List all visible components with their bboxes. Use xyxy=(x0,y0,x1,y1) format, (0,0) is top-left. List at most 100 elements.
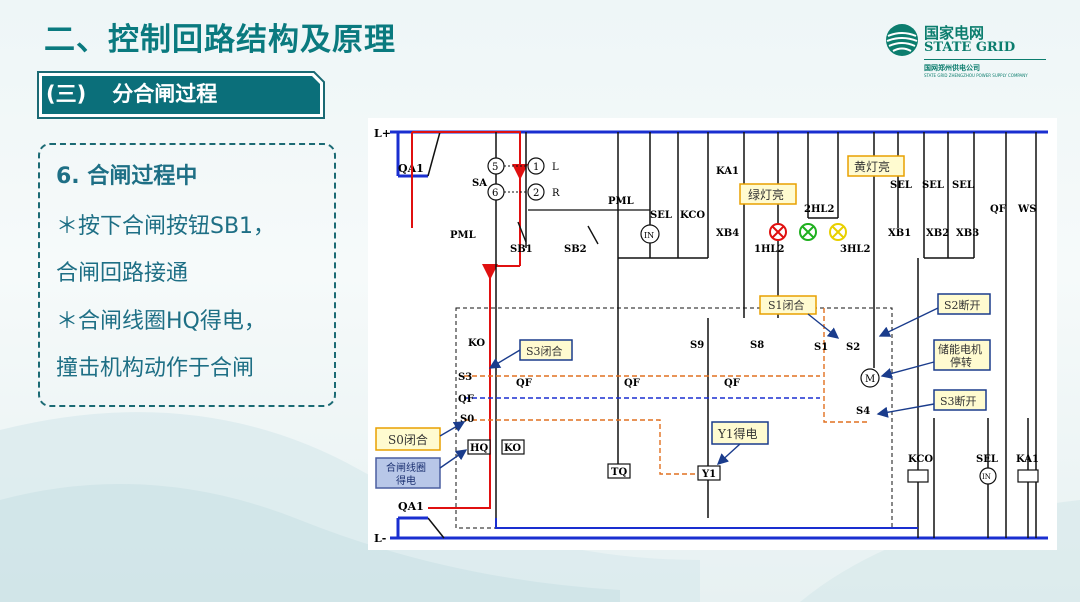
ko-coil xyxy=(501,439,525,455)
label-2: 2 xyxy=(533,188,539,199)
y1-coil xyxy=(697,465,721,481)
xb3-label: XB3 xyxy=(956,228,979,239)
svg-text:S0闭合: S0闭合 xyxy=(388,432,428,447)
qf2-label: QF xyxy=(458,394,474,405)
subtitle-text: 分合闸过程 xyxy=(112,82,218,106)
s3-label: S3 xyxy=(458,372,472,383)
in2-label: IN xyxy=(982,473,991,481)
ka1b-label: KA1 xyxy=(1016,454,1039,465)
label-l: L xyxy=(552,162,559,173)
logo-divider xyxy=(924,59,1046,60)
s1-label: S1 xyxy=(814,342,828,353)
s0-label: S0 xyxy=(460,414,474,425)
sel-label: SEL xyxy=(650,210,672,221)
svg-text:S1闭合: S1闭合 xyxy=(768,298,805,312)
svg-text:Y1得电: Y1得电 xyxy=(717,426,758,441)
callout-hq-power xyxy=(375,457,441,489)
sel4-label: SEL xyxy=(952,180,974,191)
explanation-card xyxy=(38,143,336,407)
callout-green-on xyxy=(739,183,797,205)
sa-contact-2 xyxy=(527,183,545,201)
card-heading: 6. 合闸过程中 xyxy=(56,164,198,189)
label-6: 6 xyxy=(492,188,498,199)
label-1: 1 xyxy=(533,162,539,173)
sel2-label: SEL xyxy=(890,180,912,191)
callout-s1-close xyxy=(759,295,817,315)
page-title: 二、控制回路结构及原理 xyxy=(44,22,396,58)
xb4-label: XB4 xyxy=(716,228,739,239)
svg-text:绿灯亮: 绿灯亮 xyxy=(748,187,784,202)
card-line-3: ＊合闸线圈HQ得电， xyxy=(56,309,266,334)
qa1-bottom-label: QA1 xyxy=(398,500,424,513)
bus-bottom-label: L- xyxy=(374,532,386,545)
hl3-label: 3HL2 xyxy=(840,244,870,255)
qa1-top-label: QA1 xyxy=(398,162,424,175)
subtitle-num: (三) xyxy=(46,82,87,106)
label-5: 5 xyxy=(492,162,498,173)
state-grid-globe-icon xyxy=(886,24,918,56)
sel5-label: SEL xyxy=(976,454,998,465)
svg-text:S3闭合: S3闭合 xyxy=(526,344,563,358)
pml-left-label: PML xyxy=(450,230,476,241)
hl1-label: 1HL2 xyxy=(754,244,784,255)
control-circuit-diagram: L+ L- QA1 QA1 5 1 L 6 2 R SA PML xyxy=(368,118,1057,550)
circuit-svg: L+ L- QA1 QA1 5 1 L 6 2 R SA PML xyxy=(374,127,1048,545)
sb1-label: SB1 xyxy=(510,244,533,255)
tq-coil xyxy=(607,463,631,479)
tq-label: TQ xyxy=(611,467,627,478)
qf4-label: QF xyxy=(724,378,740,389)
xb2-label: XB2 xyxy=(926,228,949,239)
svg-text:停转: 停转 xyxy=(950,355,972,369)
svg-text:黄灯亮: 黄灯亮 xyxy=(854,159,890,174)
pml-top-label: PML xyxy=(608,196,634,207)
svg-text:S2断开: S2断开 xyxy=(944,298,981,312)
bus-top-label: L+ xyxy=(374,127,391,140)
svg-text:得电: 得电 xyxy=(396,474,416,487)
callout-yellow-on xyxy=(847,155,905,177)
xb1-label: XB1 xyxy=(888,228,911,239)
subtitle-banner xyxy=(37,71,325,119)
subtitle: (三) 分合闸过程 xyxy=(46,78,217,108)
mechanism-box xyxy=(455,307,893,529)
in-label: IN xyxy=(644,231,654,240)
label-r: R xyxy=(552,188,560,199)
motor xyxy=(860,368,880,388)
svg-text:S3断开: S3断开 xyxy=(940,394,977,408)
sa-label: SA xyxy=(472,178,487,189)
qf3-label: QF xyxy=(624,378,640,389)
s2-label: S2 xyxy=(846,342,860,353)
callout-s2-open xyxy=(937,293,991,315)
callout-s3-open xyxy=(933,389,987,411)
s4-label: S4 xyxy=(856,406,870,417)
svg-text:合闸线圈: 合闸线圈 xyxy=(386,461,426,474)
qf-label: QF xyxy=(990,204,1006,215)
card-line-2: 合闸回路接通 xyxy=(56,261,189,286)
y1-label: Y1 xyxy=(701,469,716,480)
logo-sub-en: STATE GRID ZHENGZHOU POWER SUPPLY COMPAN… xyxy=(924,73,1028,78)
ko2-label: KO xyxy=(504,443,521,454)
s9-label: S9 xyxy=(690,340,704,351)
card-line-4: 撞击机构动作于合闸 xyxy=(56,356,255,381)
callout-s0-close xyxy=(375,427,441,451)
m-label: M xyxy=(865,374,875,385)
logo-sub: 国网郑州供电公司 xyxy=(924,64,980,72)
logo-en: STATE GRID xyxy=(924,40,1016,55)
svg-text:储能电机: 储能电机 xyxy=(938,342,982,356)
sel3-label: SEL xyxy=(922,180,944,191)
hl2-label: 2HL2 xyxy=(804,204,834,215)
hq-label: HQ xyxy=(470,443,488,454)
ws-label: WS xyxy=(1017,204,1036,215)
kco2-label: KCO xyxy=(908,454,933,465)
callout-motor-stop xyxy=(933,339,991,371)
hq-coil xyxy=(467,439,491,455)
energized-path xyxy=(411,131,521,509)
ko-label: KO xyxy=(468,338,485,349)
sb2-label: SB2 xyxy=(564,244,587,255)
s8-label: S8 xyxy=(750,340,764,351)
card-line-1: ＊按下合闸按钮SB1， xyxy=(56,214,276,239)
qf1-label: QF xyxy=(516,378,532,389)
ka1-label: KA1 xyxy=(716,166,739,177)
sa-contact-1 xyxy=(527,157,545,175)
kco-label: KCO xyxy=(680,210,705,221)
logo-cn: 国家电网 xyxy=(924,24,985,42)
